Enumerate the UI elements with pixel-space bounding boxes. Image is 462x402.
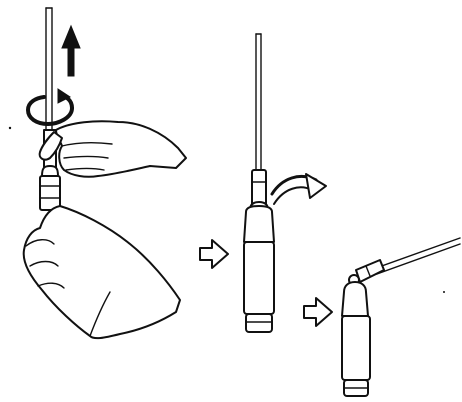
antenna-collar (252, 170, 266, 206)
upper-hand (40, 121, 186, 176)
step-1-pull-and-twist (24, 8, 186, 338)
antenna-body (244, 202, 274, 332)
antenna-rod (46, 8, 52, 132)
curved-arrow-icon (272, 174, 326, 204)
step-3-bend-antenna (342, 238, 460, 396)
antenna-rod (256, 34, 261, 170)
right-arrow-icon (200, 240, 228, 268)
antenna-collar (356, 260, 384, 282)
lower-hand (24, 206, 180, 338)
rotate-arrow-icon (28, 89, 72, 124)
step-2-fold-collar (244, 34, 326, 332)
antenna-body (342, 282, 370, 396)
antenna-rod (376, 238, 460, 274)
right-arrow-icon (304, 298, 332, 326)
up-arrow-icon (62, 26, 80, 76)
